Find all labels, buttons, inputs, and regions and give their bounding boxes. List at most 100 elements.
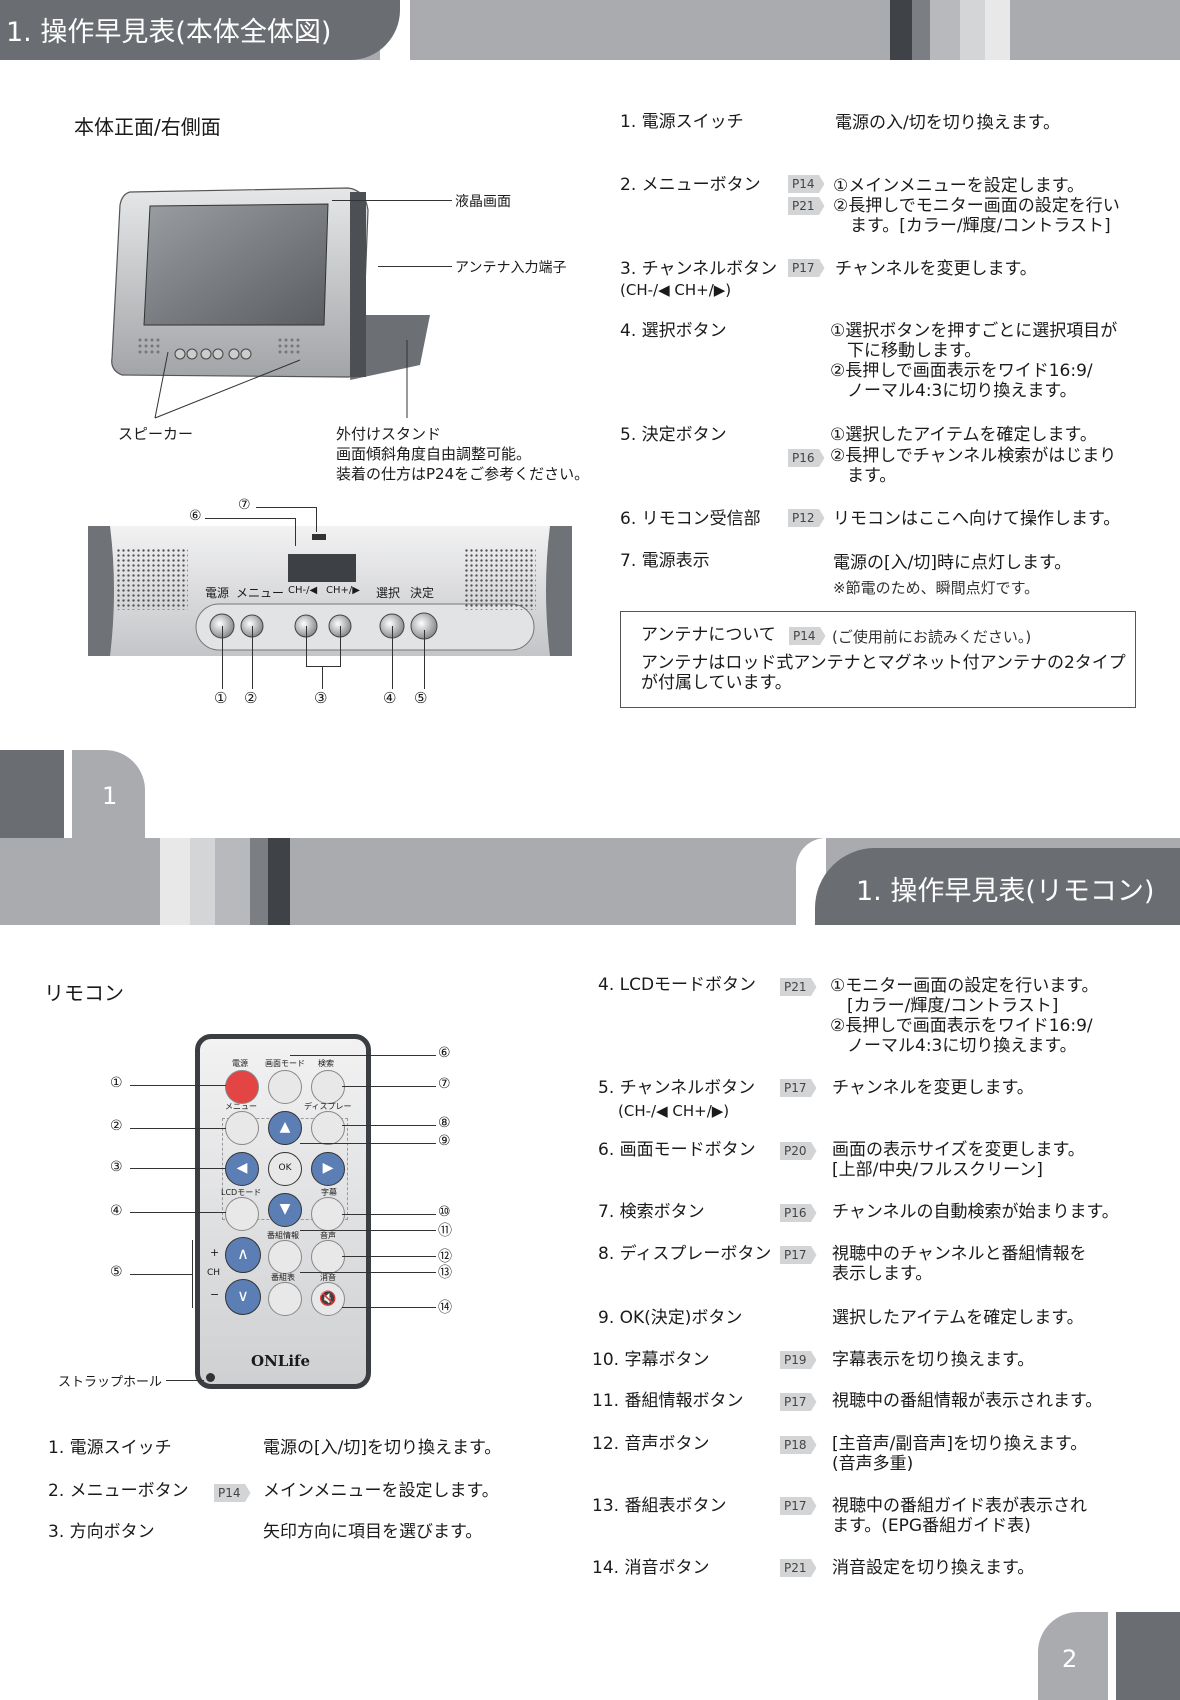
p2-item-6-label: 6. 画面モードボタン — [598, 1140, 756, 1160]
remote-program-guide-button[interactable] — [268, 1282, 302, 1316]
remote-num-7-line — [342, 1086, 436, 1087]
remote-ch-up-button[interactable]: ∧ — [225, 1237, 261, 1273]
p2-item-12-ref[interactable]: P18 — [780, 1436, 817, 1454]
p1-item-2-ref[interactable]: P14 — [788, 175, 825, 193]
remote-label-search: 検索 — [318, 1059, 334, 1068]
page1-title-tab — [0, 0, 400, 60]
remote-label-epg-info: 番組情報 — [267, 1231, 299, 1240]
panel-num-1-line — [222, 626, 223, 689]
p1-item-5-ref[interactable]: P16 — [788, 449, 825, 467]
remote-label-screen-mode: 画面モード — [265, 1059, 305, 1068]
p2-left-item-3-desc: 矢印方向に項目を選びます。 — [263, 1522, 483, 1542]
remote-label-audio: 音声 — [320, 1231, 336, 1240]
p2-left-item-2-label: 2. メニューボタン — [48, 1481, 189, 1501]
remote-epg-info-button[interactable] — [268, 1240, 302, 1274]
panel-num-7: ⑦ — [238, 497, 251, 513]
p2-item-14-desc: 消音設定を切り換えます。 — [832, 1558, 1035, 1578]
page2-footer-dark — [1116, 1612, 1180, 1700]
p2-item-10-ref[interactable]: P19 — [780, 1351, 817, 1369]
p2-item-4-label: 4. LCDモードボタン — [598, 975, 757, 995]
remote-label-minus: − — [210, 1288, 220, 1301]
remote-num-2-line — [130, 1128, 226, 1129]
remote-display-button[interactable] — [311, 1111, 345, 1145]
page1-section-title: 本体正面/右側面 — [74, 115, 221, 139]
panel-num-2: ② — [244, 689, 258, 707]
remote-down-button[interactable]: ▼ — [268, 1193, 302, 1227]
panel-label-select: 選択 — [376, 586, 401, 600]
p1-item-4-label: 4. 選択ボタン — [620, 321, 727, 341]
panel-num-6-line — [205, 518, 295, 519]
p1-item-2-ref2[interactable]: P21 — [788, 197, 825, 215]
antenna-note-box — [620, 611, 1136, 708]
p1-item-6-ref[interactable]: P12 — [788, 509, 825, 527]
remote-num-11-line — [300, 1230, 436, 1231]
panel-speaker-right — [464, 548, 536, 610]
remote-num-14: ⑭ — [438, 1300, 452, 1316]
remote-audio-button[interactable] — [311, 1240, 345, 1274]
remote-num-12-line — [342, 1256, 436, 1257]
panel-num-3-line-c — [322, 666, 323, 689]
p2-item-10-desc: 字幕表示を切り換えます。 — [832, 1350, 1035, 1370]
p2-item-11-label: 11. 番組情報ボタン — [592, 1391, 744, 1411]
panel-label-enter: 決定 — [410, 586, 435, 600]
remote-right-button[interactable]: ▶ — [311, 1152, 345, 1186]
remote-mute-button[interactable]: 🔇 — [311, 1282, 345, 1316]
page2-section-title: リモコン — [44, 981, 124, 1005]
p2-item-14-ref[interactable]: P21 — [780, 1559, 817, 1577]
remote-num-5-line — [130, 1274, 192, 1275]
remote-lcd-mode-button[interactable] — [225, 1197, 259, 1231]
p2-left-item-1-desc: 電源の[入/切]を切り換えます。 — [263, 1438, 502, 1458]
p2-item-10-label: 10. 字幕ボタン — [592, 1350, 710, 1370]
p1-item-3-ref[interactable]: P17 — [788, 259, 825, 277]
p1-item-7-desc: 電源の[入/切]時に点灯します。 — [833, 553, 1072, 573]
p2-item-7-desc: チャンネルの自動検索が始まります。 — [832, 1202, 1119, 1222]
p2-item-13-label: 13. 番組表ボタン — [592, 1496, 727, 1516]
remote-num-6: ⑥ — [438, 1045, 451, 1061]
remote-screen-mode-button[interactable] — [268, 1070, 302, 1104]
remote-num-14-line — [342, 1307, 436, 1308]
remote-up-button[interactable]: ▲ — [268, 1111, 302, 1145]
p2-item-11-ref[interactable]: P17 — [780, 1393, 817, 1411]
remote-num-9: ⑨ — [438, 1133, 451, 1149]
remote-label-power: 電源 — [232, 1059, 248, 1068]
p2-left-item-2-ref[interactable]: P14 — [214, 1484, 251, 1502]
antenna-note-ref[interactable]: P14 — [789, 627, 826, 645]
remote-num-2: ② — [110, 1118, 123, 1134]
panel-label-ch-minus: CH-/◀ — [288, 585, 318, 596]
p2-item-13-ref[interactable]: P17 — [780, 1497, 817, 1515]
panel-num-4-line — [392, 626, 393, 689]
p2-item-9-desc: 選択したアイテムを確定します。 — [832, 1308, 1084, 1328]
p2-item-8-ref[interactable]: P17 — [780, 1246, 817, 1264]
remote-menu-button[interactable] — [225, 1111, 259, 1145]
remote-num-3-line — [130, 1168, 226, 1169]
p1-item-1-label: 1. 電源スイッチ — [620, 112, 744, 132]
p2-item-5-ref[interactable]: P17 — [780, 1079, 817, 1097]
p1-item-5-label: 5. 決定ボタン — [620, 425, 727, 445]
p2-item-4-ref[interactable]: P21 — [780, 978, 817, 996]
stand-callout-line2: 画面傾斜角度自由調整可能。 — [336, 445, 532, 463]
remote-power-button[interactable] — [225, 1070, 259, 1104]
remote-num-13-line — [300, 1272, 436, 1273]
remote-left-button[interactable]: ◀ — [225, 1152, 259, 1186]
remote-ch-down-button[interactable]: ∨ — [225, 1279, 261, 1315]
remote-num-1-line — [130, 1085, 226, 1086]
page2-number: 2 — [1062, 1645, 1078, 1673]
panel-num-5: ⑤ — [414, 689, 428, 707]
remote-search-button[interactable] — [311, 1070, 345, 1104]
remote-ok-button[interactable]: OK — [268, 1152, 302, 1186]
p2-item-11-desc: 視聴中の番組情報が表示されます。 — [832, 1391, 1103, 1411]
p2-item-12-desc: [主音声/副音声]を切り換えます。 (音声多重) — [832, 1434, 1088, 1474]
p1-item-2-desc: ①メインメニューを設定します。 — [833, 176, 1085, 196]
remote-num-13: ⑬ — [438, 1265, 452, 1281]
p2-item-7-ref[interactable]: P16 — [780, 1204, 817, 1222]
remote-num-11: ⑪ — [438, 1223, 452, 1239]
remote-label-ch: CH — [207, 1268, 221, 1278]
remote-num-7: ⑦ — [438, 1076, 451, 1092]
panel-num-3: ③ — [314, 689, 328, 707]
p1-item-5-desc: ①選択したアイテムを確定します。 — [830, 425, 1097, 445]
p1-item-6-label: 6. リモコン受信部 — [620, 509, 761, 529]
p1-item-1-desc: 電源の入/切を切り換えます。 — [835, 113, 1061, 133]
remote-subtitle-button[interactable] — [311, 1197, 345, 1231]
speaker-callout: スピーカー — [118, 425, 194, 443]
p2-item-6-ref[interactable]: P20 — [780, 1142, 817, 1160]
